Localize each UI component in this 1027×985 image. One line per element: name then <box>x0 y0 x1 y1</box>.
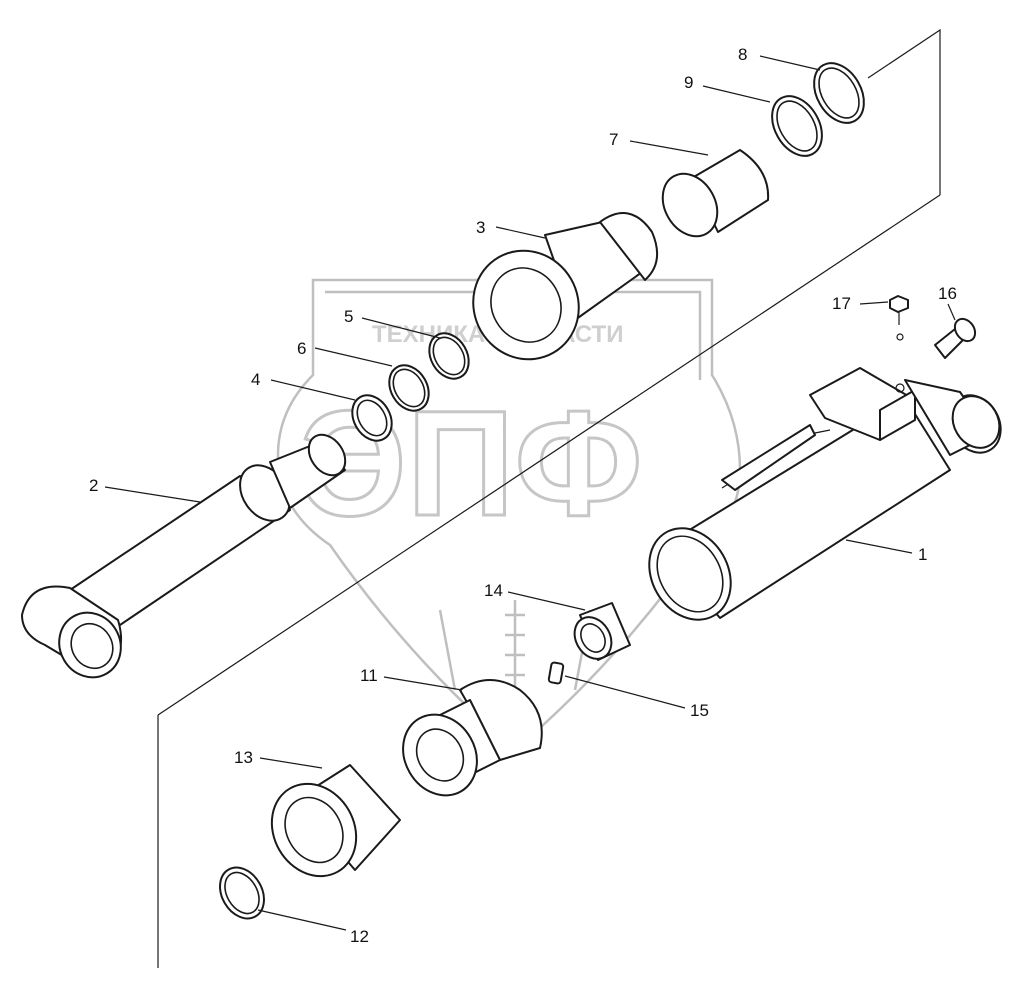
assembly-frame <box>157 28 941 968</box>
callout-9: 9 <box>684 73 693 92</box>
frame-diagonal <box>157 194 941 716</box>
part-4-seal-ring <box>351 394 393 442</box>
part-13-guide-bushing <box>270 764 401 878</box>
part-16-bleed-screw <box>934 317 977 359</box>
part-2-piston-rod <box>21 433 347 679</box>
callout-17: 17 <box>832 294 851 313</box>
callout-12: 12 <box>350 927 369 946</box>
callout-5: 5 <box>344 307 353 326</box>
part-1-cylinder-barrel <box>648 367 1002 621</box>
callout-11: 11 <box>360 666 378 685</box>
part-3-gland <box>472 212 659 361</box>
callout-8: 8 <box>738 45 747 64</box>
part-11-piston <box>402 679 543 797</box>
watermark-logo-letters: ЭПФ <box>300 379 643 547</box>
callout-15: 15 <box>690 701 709 720</box>
callout-labels: 8 9 7 3 5 6 4 2 1 17 16 14 15 11 13 12 <box>89 45 957 946</box>
part-12-ring <box>219 866 265 920</box>
callout-16: 16 <box>938 284 957 303</box>
part-14-bushing <box>573 602 631 661</box>
part-15-pin <box>547 661 565 685</box>
part-8-ring <box>813 62 865 124</box>
part-17-bolt <box>889 295 909 341</box>
leader-lines <box>104 55 956 931</box>
part-9-ring <box>771 95 823 157</box>
frame-right-edge <box>867 28 941 195</box>
callout-14: 14 <box>484 581 503 600</box>
callout-1: 1 <box>918 545 927 564</box>
callout-6: 6 <box>297 339 306 358</box>
callout-3: 3 <box>476 218 485 237</box>
callout-2: 2 <box>89 476 98 495</box>
callout-4: 4 <box>251 370 260 389</box>
part-5-seal-ring <box>428 332 470 380</box>
part-7-sleeve <box>661 149 770 238</box>
callout-7: 7 <box>609 130 618 149</box>
watermark-wheat-icon <box>438 600 592 700</box>
part-6-seal-ring <box>388 364 430 412</box>
watermark-shield-inner <box>325 290 702 380</box>
callout-13: 13 <box>234 748 253 767</box>
